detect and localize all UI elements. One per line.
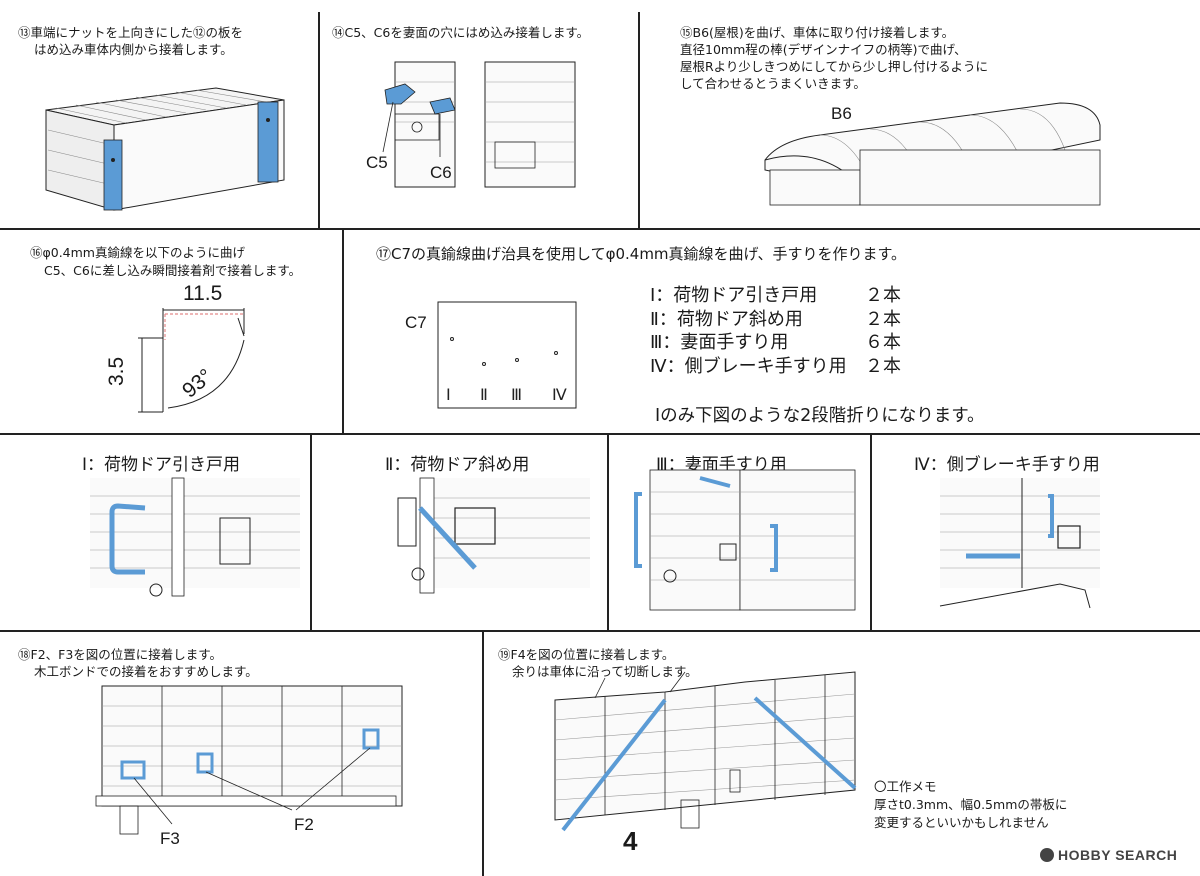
divider-col-a (318, 12, 320, 228)
step15-text-4: して合わせるとうまくいきます。 (680, 76, 866, 91)
step14-text: ⑭C5、C6を妻面の穴にはめ込み接着します。 (332, 25, 590, 40)
step18-text-2: 木工ボンドでの接着をおすすめします。 (34, 664, 258, 679)
parts-row-4-name: Ⅳ：側ブレーキ手すり用 (650, 355, 847, 377)
step18-label-f2: F2 (294, 815, 314, 834)
step13-text-2: はめ込み車体内側から接着します。 (34, 42, 233, 57)
parts-row-4: Ⅳ：側ブレーキ手すり用 ２本 (650, 355, 901, 379)
parts-row-2-qty: ２本 (865, 308, 901, 330)
parts-row-3-qty: ６本 (865, 332, 901, 353)
parts-row-1: Ⅰ：荷物ドア引き戸用 ２本 (650, 284, 901, 308)
parts-row-2-name: Ⅱ：荷物ドア斜め用 (650, 308, 803, 330)
step18-text-1: ⑱F2、F3を図の位置に接着します。 (18, 647, 223, 662)
divider-col-e (607, 435, 609, 630)
divider-row2 (0, 433, 1200, 435)
step16-bend-diagram (138, 308, 245, 413)
memo-line-1: 厚さt0.3mm、幅0.5mmの帯板に (874, 797, 1068, 812)
svg-text:Ⅰ: Ⅰ (446, 387, 451, 404)
step14-label-c5: C5 (366, 153, 388, 172)
step17-jig-c7: Ⅰ Ⅱ Ⅲ Ⅳ (437, 301, 577, 409)
svg-text:Ⅳ: Ⅳ (552, 387, 567, 404)
step17-text: ⑰C7の真鍮線曲げ治具を使用してφ0.4mm真鍮線を曲げ、手すりを作ります。 (376, 245, 906, 263)
divider-col-g (482, 632, 484, 876)
divider-col-f (870, 435, 872, 630)
step14-end-wall-illustration (382, 61, 576, 188)
svg-text:Ⅱ: Ⅱ (480, 387, 488, 404)
parts-row-1-name: Ⅰ：荷物ドア引き戸用 (650, 285, 818, 306)
subpanel-1-title: Ⅰ：荷物ドア引き戸用 (82, 455, 241, 475)
divider-row1 (0, 228, 1200, 230)
step19-text-2: 余りは車体に沿って切断します。 (512, 664, 698, 679)
subpanel-3-end-handrail-illustration (634, 469, 856, 611)
watermark-text: HOBBY SEARCH (1058, 847, 1178, 863)
parts-row-3-name: Ⅲ：妻面手すり用 (650, 332, 789, 353)
step17-note: Ⅰのみ下図のような2段階折りになります。 (655, 406, 985, 426)
step15-text-2: 直径10mm程の棒(デザインナイフの柄等)で曲げ、 (680, 42, 967, 57)
parts-row-3: Ⅲ：妻面手すり用 ６本 (650, 331, 901, 355)
step15-text-1: ⑮B6(屋根)を曲げ、車体に取り付け接着します。 (680, 25, 955, 40)
step17-parts-list: Ⅰ：荷物ドア引き戸用 ２本 Ⅱ：荷物ドア斜め用 ２本 Ⅲ：妻面手すり用 ６本 Ⅳ：側ブ… (650, 284, 901, 378)
divider-col-c (342, 230, 344, 433)
divider-col-b (638, 12, 640, 228)
step13-text-1: ⑬車端にナットを上向きにした⑫の板を (18, 25, 244, 40)
step18-label-f3: F3 (160, 829, 180, 848)
step13-wagon-body-illustration (45, 87, 285, 211)
step15-label-b6: B6 (831, 104, 852, 123)
page-number: 4 (623, 826, 638, 856)
step14-label-c6: C6 (430, 163, 452, 182)
subpanel-2-door-diagonal-illustration (397, 477, 590, 594)
step15-text-3: 屋根Rより少しきつめにしてから少し押し付けるように (680, 59, 989, 74)
step19-wagon-side-illustration (554, 671, 857, 832)
divider-row3 (0, 630, 1200, 632)
subpanel-2-title: Ⅱ：荷物ドア斜め用 (385, 455, 530, 475)
parts-row-1-qty: ２本 (865, 285, 901, 306)
step15-roof-illustration (764, 102, 1101, 206)
step19-text-1: ⑲F4を図の位置に接着します。 (498, 647, 675, 662)
watermark-logo: HOBBY SEARCH (1040, 847, 1177, 863)
step17-label-c7: C7 (405, 313, 427, 332)
step16-text-1: ⑯φ0.4mm真鍮線を以下のように曲げ (30, 245, 245, 260)
subpanel-4-title: Ⅳ：側ブレーキ手すり用 (914, 455, 1100, 475)
svg-text:Ⅲ: Ⅲ (511, 387, 522, 404)
memo-line-2: 変更するといいかもしれません (874, 815, 1049, 830)
step18-wagon-side-illustration (95, 685, 403, 835)
step16-text-2: C5、C6に差し込み瞬間接着剤で接着します。 (44, 263, 302, 278)
subpanel-4-side-brake-handrail-illustration (939, 478, 1100, 609)
parts-row-2: Ⅱ：荷物ドア斜め用 ２本 (650, 308, 901, 332)
watermark-logo-icon (1040, 848, 1054, 862)
subpanel-1-door-handle-illustration (90, 477, 300, 597)
step16-dim-width: 11.5 (183, 282, 223, 305)
parts-row-4-qty: ２本 (865, 355, 901, 377)
divider-col-d (310, 435, 312, 630)
memo-heading: 〇工作メモ (874, 779, 937, 794)
